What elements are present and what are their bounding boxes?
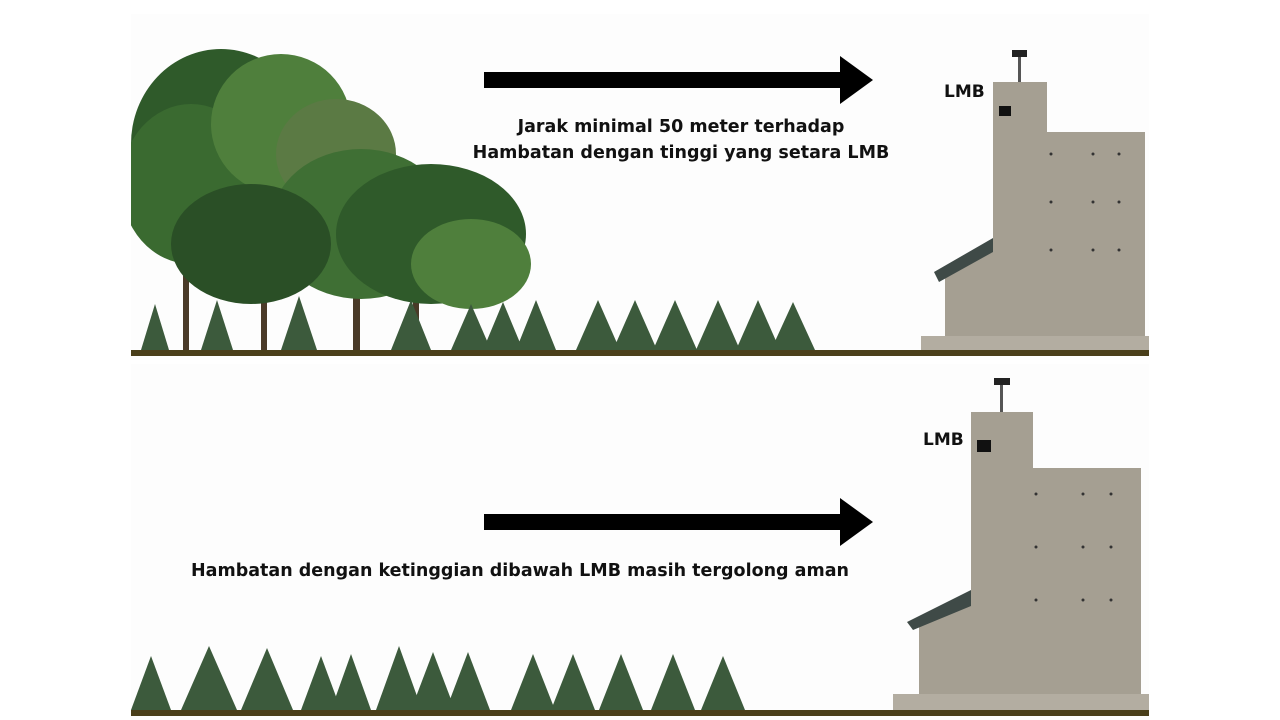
pine-tree-icon: [141, 296, 815, 350]
bottom-caption: Hambatan dengan ketinggian dibawah LMB m…: [191, 561, 849, 581]
scenario-tall-obstacle-panel: Jarak minimal 50 meter terhadap Hambatan…: [131, 14, 1149, 360]
arrow-right-icon: [484, 498, 873, 546]
lightning-rod-icon: [994, 378, 1010, 412]
bottom-lmb-label: LMB: [923, 430, 964, 450]
top-caption: Jarak minimal 50 meter terhadap Hambatan…: [431, 114, 931, 166]
top-caption-line2: Hambatan dengan tinggi yang setara LMB: [472, 143, 890, 163]
scenario-low-obstacle-illustration: [131, 378, 1149, 716]
ground-line: [131, 350, 1149, 356]
pine-tree-icon: [131, 646, 745, 710]
top-caption-line1: Jarak minimal 50 meter terhadap: [517, 117, 845, 137]
scenario-tall-obstacle-illustration: [131, 49, 1149, 356]
scenario-low-obstacle-panel: Hambatan dengan ketinggian dibawah LMB m…: [131, 364, 1149, 720]
top-lmb-label: LMB: [944, 82, 985, 102]
building-icon: [921, 82, 1149, 350]
lightning-rod-icon: [1012, 50, 1027, 82]
building-icon: [893, 412, 1149, 710]
arrow-right-icon: [484, 56, 873, 104]
tree-icon: [131, 49, 531, 350]
ground-line: [131, 710, 1149, 716]
